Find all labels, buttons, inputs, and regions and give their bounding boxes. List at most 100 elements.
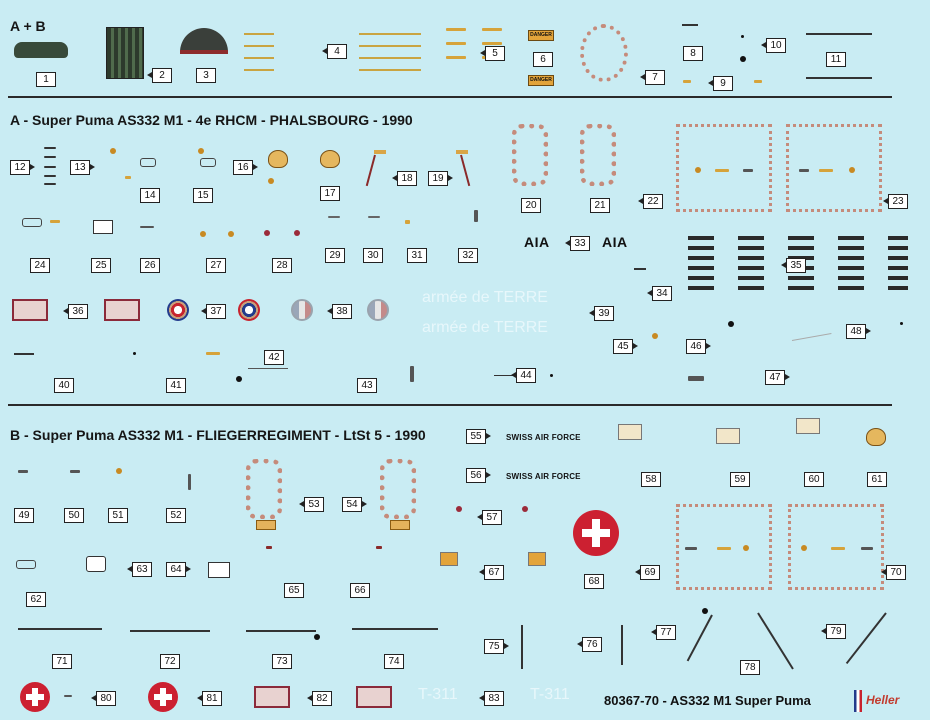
- callout-32: 32: [458, 248, 478, 263]
- decal-dot-46: [728, 321, 734, 327]
- decal-flag-82b: [356, 686, 392, 708]
- decal-stripes-12: [44, 147, 56, 185]
- callout-42: 42: [264, 350, 284, 365]
- decal-line-79: [845, 612, 887, 665]
- callout-24: 24: [30, 258, 50, 273]
- decal-emblem-15a: [198, 148, 204, 154]
- callout-6: 6: [533, 52, 553, 67]
- callout-81: 81: [197, 691, 222, 706]
- decal-instrument-panel-3: [180, 28, 228, 54]
- decal-line-77: [686, 614, 713, 662]
- decal-tiny-14b: [125, 176, 131, 179]
- section-title-b: B - Super Puma AS332 M1 - FLIEGERREGIMEN…: [10, 427, 426, 443]
- decal-armee-de-terre-2: armée de TERRE: [422, 319, 548, 336]
- callout-44: 44: [511, 368, 536, 383]
- decal-line-48: [791, 333, 832, 341]
- decal-panel-23: [786, 124, 882, 212]
- decal-emblem-45: [652, 333, 658, 339]
- callout-9: 9: [708, 76, 733, 91]
- callout-30: 30: [363, 248, 383, 263]
- callout-5: 5: [480, 46, 505, 61]
- callout-72: 72: [160, 654, 180, 669]
- decal-emblem-28a: [264, 230, 270, 236]
- decal-shape-15: [200, 158, 216, 167]
- decal-tiny-31: [405, 220, 410, 224]
- callout-15: 15: [193, 188, 213, 203]
- decal-stencil-54: [390, 520, 410, 530]
- callout-68: 68: [584, 574, 604, 589]
- decal-window-54: [380, 459, 416, 519]
- decal-swiss-cross-68-h: [582, 529, 610, 537]
- callout-19: 19: [428, 171, 453, 186]
- decal-armee-de-terre-1: armée de TERRE: [422, 289, 548, 306]
- decal-swiss-cross-80-h: [26, 694, 44, 700]
- decal-roundel-38b: [367, 299, 389, 321]
- decal-panel-22: [676, 124, 772, 212]
- decal-emblem-27a: [200, 231, 206, 237]
- callout-20: 20: [521, 198, 541, 213]
- divider-top: [8, 96, 892, 98]
- decal-line-18: [365, 154, 376, 187]
- section-title-ab: A + B: [10, 18, 46, 34]
- decal-aia-left: AIA: [524, 234, 550, 250]
- decal-placard-59: [716, 428, 740, 444]
- brand-logo: Heller: [866, 693, 900, 707]
- decal-line-44: [494, 375, 516, 376]
- decal-line-75: [521, 625, 523, 669]
- callout-52: 52: [166, 508, 186, 523]
- decal-emblem-51: [116, 468, 122, 474]
- decal-line-71: [18, 628, 102, 630]
- decal-roundel-38a: [291, 299, 313, 321]
- decal-placard-58: [618, 424, 642, 440]
- section-title-a: A - Super Puma AS332 M1 - 4e RHCM - PHAL…: [10, 112, 413, 128]
- decal-flag-82a: [254, 686, 290, 708]
- decal-placard-67a: [440, 552, 458, 566]
- decal-panel-69: [676, 504, 772, 590]
- decal-tiny-44a: [410, 366, 414, 382]
- decal-swiss-cross-81-h: [154, 694, 172, 700]
- decal-tiny-30: [368, 216, 380, 218]
- decal-instrument-panel-1: [14, 42, 68, 58]
- callout-10: 10: [761, 38, 786, 53]
- decal-line-34: [634, 268, 646, 270]
- product-id: 80367-70 - AS332 M1 Super Puma: [604, 693, 811, 708]
- callout-69: 69: [635, 565, 660, 580]
- decal-flag-36b: [104, 299, 140, 321]
- callout-74: 74: [384, 654, 404, 669]
- decal-tiny-29: [328, 216, 340, 218]
- decal-panel-70: [788, 504, 884, 590]
- decal-box-63: [86, 556, 106, 572]
- decal-tab-18: [374, 150, 386, 154]
- decal-line-11b: [806, 77, 872, 79]
- decal-box-64: [208, 562, 230, 578]
- callout-76: 76: [577, 637, 602, 652]
- callout-78: 78: [740, 660, 760, 675]
- decal-tiny-47: [688, 376, 704, 381]
- decal-emblem-28b: [294, 230, 300, 236]
- callout-4: 4: [322, 44, 347, 59]
- decal-dot-77: [702, 608, 708, 614]
- decal-danger-6b: DANGER: [528, 75, 554, 86]
- callout-53: 53: [299, 497, 324, 512]
- decal-tiny-24: [50, 220, 60, 223]
- callout-25: 25: [91, 258, 111, 273]
- decal-tiny-49: [18, 470, 28, 473]
- callout-51: 51: [108, 508, 128, 523]
- callout-1: 1: [36, 72, 56, 87]
- decal-dot-73: [314, 634, 320, 640]
- decal-window-21: [580, 124, 616, 186]
- callout-29: 29: [325, 248, 345, 263]
- decal-roundel-37b: [238, 299, 260, 321]
- decal-placard-60: [796, 418, 820, 434]
- decal-shape-14: [140, 158, 156, 167]
- callout-62: 62: [26, 592, 46, 607]
- callout-73: 73: [272, 654, 292, 669]
- callout-80: 80: [91, 691, 116, 706]
- decal-emblem-57a: [456, 506, 462, 512]
- callout-43: 43: [357, 378, 377, 393]
- decal-instrument-panel-2: [106, 27, 144, 79]
- brand-flag: [854, 690, 862, 712]
- decal-dot-10b: [740, 56, 746, 62]
- decal-stripes-4: [244, 33, 421, 73]
- callout-48: 48: [846, 324, 871, 339]
